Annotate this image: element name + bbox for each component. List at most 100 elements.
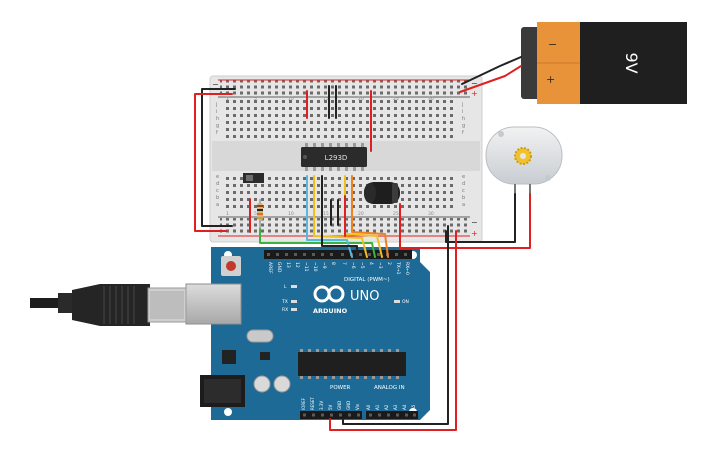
- led-l-label: L: [284, 284, 287, 290]
- top-power-rail: [220, 80, 470, 96]
- pin-gnd-1: GND: [337, 401, 342, 410]
- battery-positive-wire[interactable]: [459, 65, 522, 93]
- motor-red-wire[interactable]: [399, 193, 531, 249]
- arduino-brand: ARDUINO: [313, 307, 348, 315]
- pin-6: ~6: [350, 262, 356, 269]
- row-letter-d-right: d: [462, 181, 465, 187]
- pin-9: ~9: [321, 262, 327, 269]
- rail-minus-bottom-right: −: [471, 218, 478, 227]
- resistor[interactable]: [257, 199, 263, 230]
- board-capacitor-1: [253, 375, 271, 393]
- col-number-20: 20: [358, 96, 364, 102]
- pin-8: 8: [330, 262, 336, 265]
- pin-3v3: 3.3V: [319, 401, 324, 410]
- led-rx-label: RX: [282, 307, 288, 313]
- pin-aref: AREF: [267, 262, 273, 274]
- battery-plus-label: +: [546, 73, 555, 86]
- pin-13: 13: [285, 262, 291, 268]
- yellow-signal-wire-1[interactable]: [313, 175, 368, 258]
- pin-11: ~11: [303, 262, 309, 272]
- col-number-30-bottom: 30: [428, 211, 434, 217]
- row-letter-f-right: f: [462, 130, 464, 136]
- dc-motor[interactable]: [485, 126, 563, 196]
- pin-ioref: IOREF: [301, 397, 306, 410]
- board-capacitor-2: [273, 375, 291, 393]
- l293d-driver-ic[interactable]: L293D: [301, 143, 367, 171]
- row-letter-c-right: c: [462, 188, 465, 194]
- led-tx-label: TX: [281, 299, 288, 305]
- col-number-5: 5: [254, 96, 257, 102]
- col-number-15-bottom: 15: [323, 211, 329, 217]
- power-black-wire[interactable]: [342, 225, 449, 425]
- led-on-label: ON: [402, 299, 409, 305]
- row-letter-f: f: [216, 130, 218, 136]
- pin-gnd-2: GND: [346, 401, 351, 410]
- led-rx: [291, 308, 297, 311]
- col-number-1: 1: [226, 96, 229, 102]
- pin-2: 2: [386, 262, 392, 265]
- analog-header-label: ANALOG IN: [374, 385, 405, 391]
- pin-1: TX→1: [395, 261, 401, 275]
- rail-plus-bottom-right: +: [471, 229, 478, 238]
- pin-a4: A4: [402, 404, 407, 410]
- row-letter-c: c: [216, 188, 219, 194]
- usb-cable[interactable]: [30, 284, 187, 326]
- pin-0: RX←0: [404, 262, 410, 275]
- col-number-15: 15: [323, 96, 329, 102]
- battery-voltage-label: 9V: [622, 52, 641, 73]
- slide-switch[interactable]: [243, 173, 264, 183]
- col-number-5-bottom: 5: [254, 211, 257, 217]
- col-number-25: 25: [393, 96, 399, 102]
- pin-gnd-top: GND: [276, 262, 282, 273]
- pin-a3: A3: [393, 404, 398, 410]
- black-ic-wire[interactable]: [321, 175, 358, 258]
- left-red-jumper[interactable]: [194, 93, 233, 232]
- col-number-20-bottom: 20: [358, 211, 364, 217]
- pin-10: ~10: [312, 262, 318, 272]
- row-letter-i: i: [216, 109, 217, 115]
- row-letter-j-right: j: [461, 102, 463, 108]
- row-letter-g-right: g: [462, 123, 465, 129]
- led-on: [394, 300, 400, 303]
- battery-minus-label: −: [548, 38, 557, 51]
- rail-minus-top-left: −: [212, 80, 219, 89]
- row-letter-j: j: [215, 102, 217, 108]
- pin-a5: A5: [411, 404, 416, 410]
- atmega-chip: [298, 352, 406, 376]
- row-letter-e-right: e: [462, 174, 465, 180]
- digital-header-label: DIGITAL (PWM~): [344, 277, 390, 283]
- row-letter-a: a: [216, 202, 219, 208]
- pin-vin: Vin: [355, 403, 360, 410]
- row-letter-b-right: b: [462, 195, 465, 201]
- pin-a1: A1: [375, 404, 380, 410]
- battery-9v[interactable]: − + 9V: [521, 22, 687, 104]
- arduino-infinity-logo: [313, 285, 345, 303]
- electrolytic-capacitor[interactable]: [364, 182, 400, 204]
- ic-label: L293D: [325, 154, 348, 162]
- rail-minus-top-right: −: [471, 79, 478, 88]
- col-number-1-bottom: 1: [226, 211, 229, 217]
- row-letter-b: b: [216, 195, 219, 201]
- orange-signal-wire[interactable]: [351, 175, 389, 258]
- top-terminal-strip: [225, 100, 455, 138]
- row-letter-d: d: [216, 181, 219, 187]
- analog-pin-header[interactable]: [366, 411, 418, 419]
- battery-body: [580, 22, 687, 104]
- power-header-label: POWER: [330, 385, 351, 391]
- crystal-oscillator: [246, 329, 274, 343]
- digital-pin-header[interactable]: [264, 250, 412, 259]
- blue-signal-wire[interactable]: [306, 175, 353, 258]
- pin-reset: RESET: [310, 397, 315, 410]
- row-letter-h: h: [216, 116, 219, 122]
- pin-5v: 5V: [328, 404, 333, 410]
- arduino-uno-board[interactable]: AREF GND 13 12 ~11 ~10 ~9 8 7 ~6 ~5 4 ~3…: [185, 247, 430, 420]
- usb-port[interactable]: [185, 283, 242, 325]
- col-number-10-bottom: 10: [288, 211, 294, 217]
- motor-black-wire[interactable]: [445, 193, 516, 243]
- led-tx: [291, 300, 297, 303]
- battery-negative-wire[interactable]: [461, 56, 522, 85]
- green-signal-wire[interactable]: [259, 228, 376, 258]
- power-red-wire[interactable]: [329, 230, 457, 431]
- left-black-jumper[interactable]: [201, 88, 236, 227]
